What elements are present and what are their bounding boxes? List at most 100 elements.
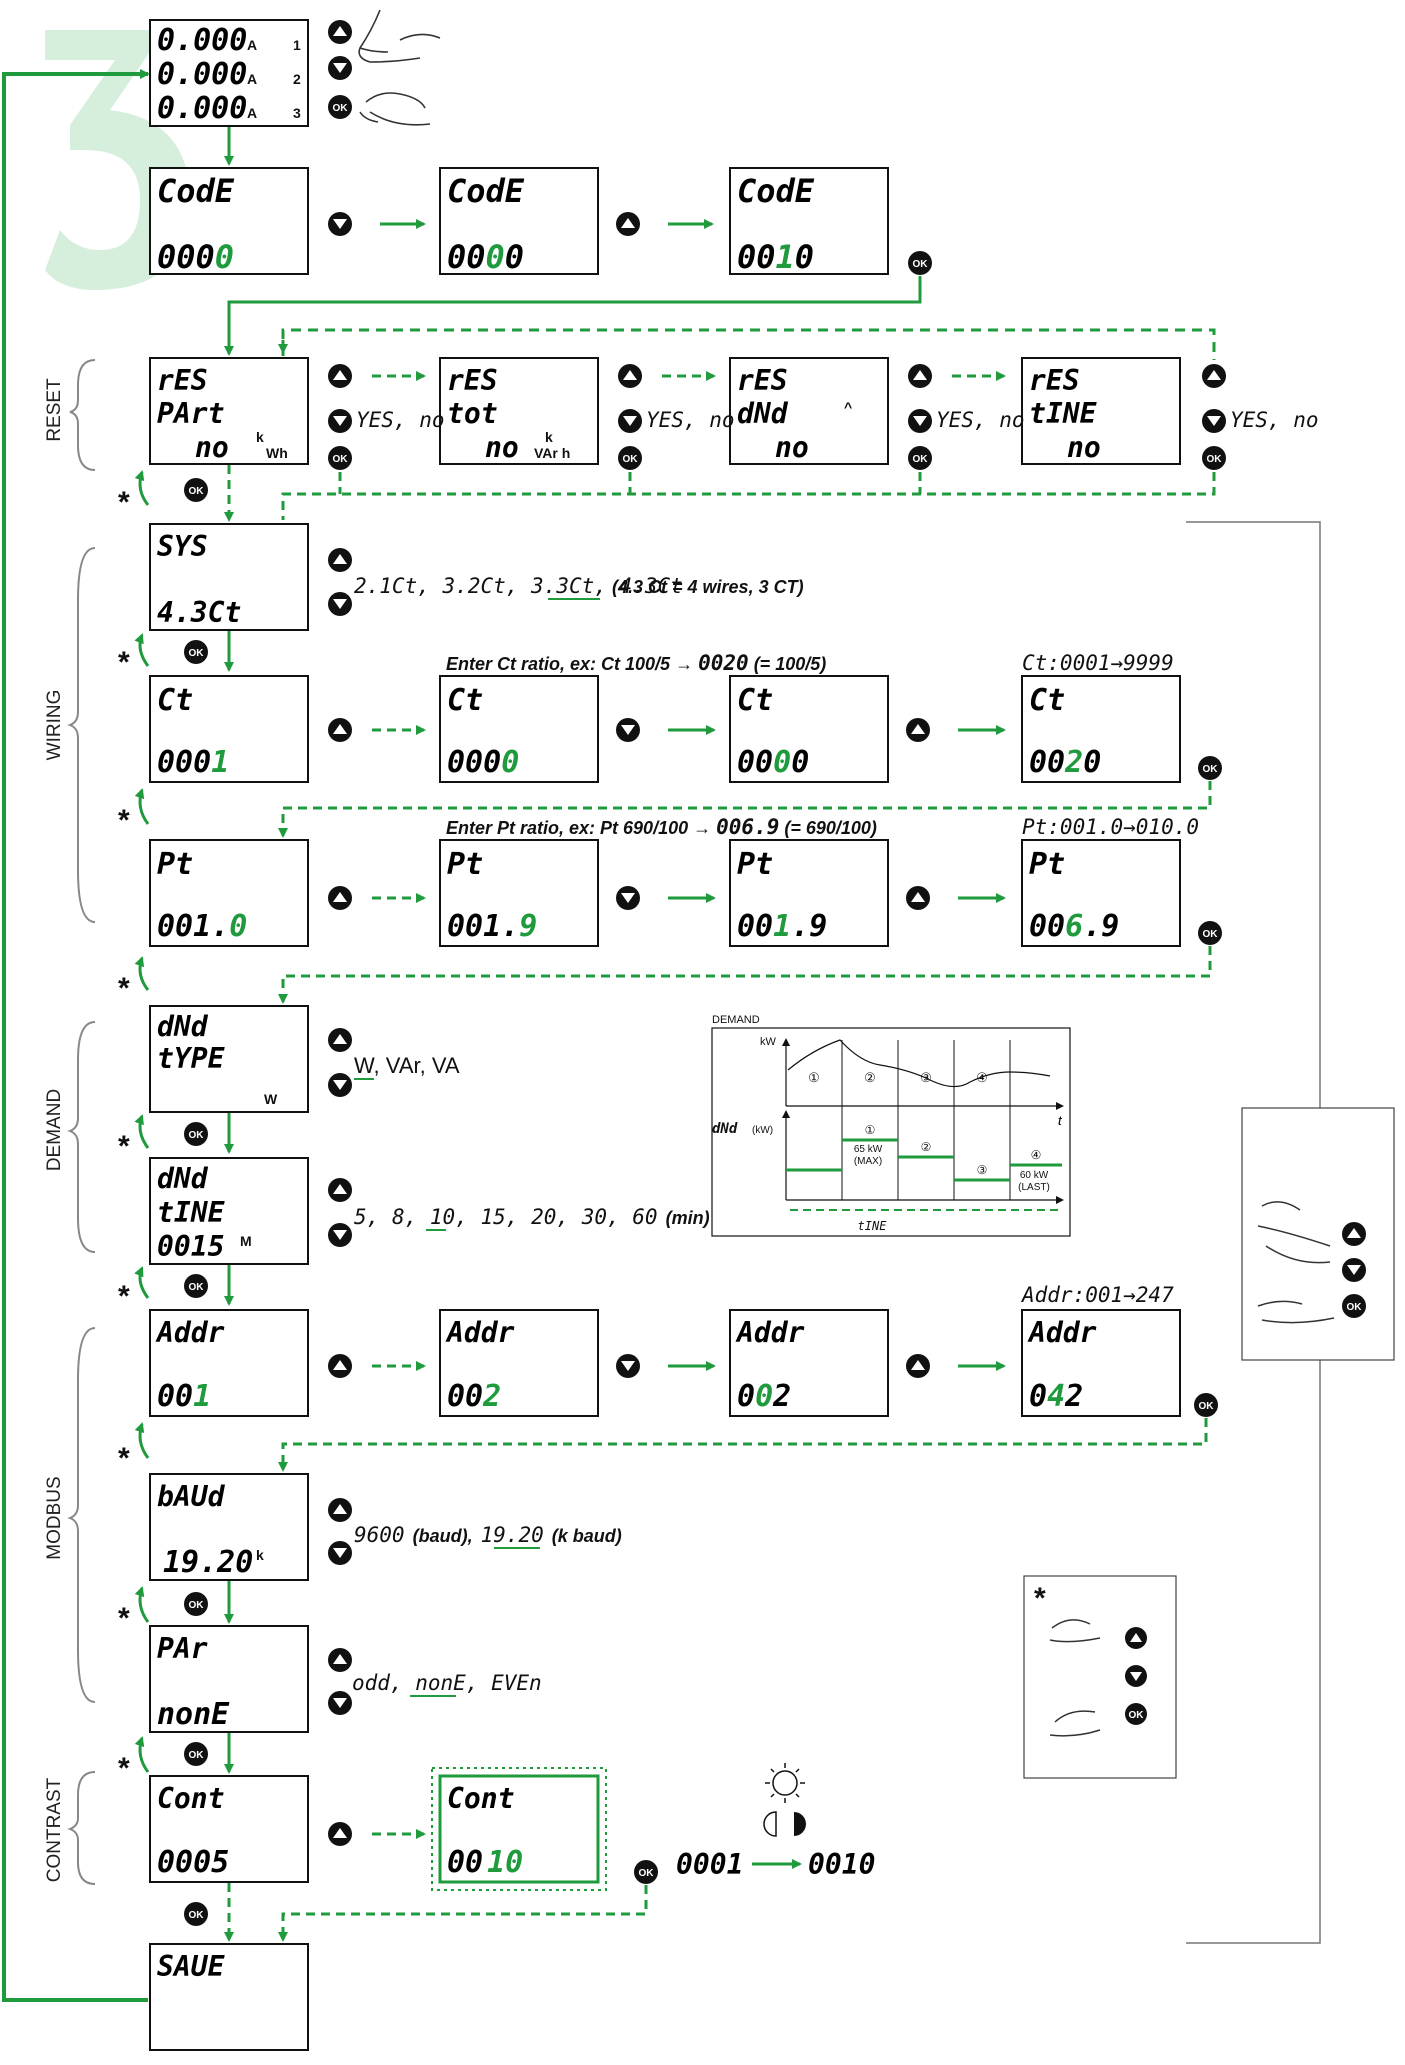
svg-text:0005: 0005: [157, 1845, 229, 1880]
down-button-icon[interactable]: [616, 718, 640, 742]
section-brace-demand: [67, 1021, 96, 1253]
svg-text:OK: OK: [1203, 764, 1219, 775]
svg-text:^: ^: [844, 399, 852, 415]
demand-time-options: 5, 8, 10, 15, 20, 30, 60(min): [354, 1205, 710, 1229]
ok-button-icon[interactable]: OK: [184, 1742, 208, 1766]
down-button-icon[interactable]: [618, 409, 642, 433]
svg-text:Wh: Wh: [266, 445, 288, 461]
svg-text:dNd: dNd: [737, 397, 789, 430]
down-button-icon[interactable]: [328, 212, 352, 236]
ok-button-icon[interactable]: OK: [184, 1122, 208, 1146]
phase-1: 1: [293, 37, 301, 53]
ok-button-icon[interactable]: OK: [1342, 1294, 1366, 1318]
up-button-icon[interactable]: [1125, 1627, 1147, 1649]
reset-screen-time: rES tINE no: [1021, 357, 1181, 465]
up-button-icon[interactable]: [328, 1822, 352, 1846]
svg-text:Pt: Pt: [447, 847, 483, 882]
star-marker: *: [118, 646, 130, 679]
svg-text:0015: 0015: [157, 1230, 224, 1263]
svg-text:tYPE: tYPE: [157, 1042, 226, 1075]
ok-button-icon[interactable]: OK: [1202, 446, 1226, 470]
up-button-icon[interactable]: [906, 718, 930, 742]
svg-text:VAr h: VAr h: [534, 445, 570, 461]
ok-button-icon[interactable]: OK: [184, 1592, 208, 1616]
save-screen: SAUE: [149, 1943, 309, 2051]
svg-text:OK: OK: [1347, 1302, 1363, 1313]
svg-text:Pt: Pt: [737, 847, 773, 882]
up-button-icon[interactable]: [906, 886, 930, 910]
down-button-icon[interactable]: [1202, 409, 1226, 433]
pt-screen-2: Pt 001.9: [439, 839, 599, 947]
up-button-icon[interactable]: [328, 1178, 352, 1202]
svg-text:65 kW: 65 kW: [854, 1144, 883, 1155]
down-button-icon[interactable]: [328, 1223, 352, 1247]
star-marker: *: [118, 1752, 130, 1785]
phase-3: 3: [293, 105, 301, 121]
down-button-icon[interactable]: [328, 592, 352, 616]
ok-button-icon[interactable]: OK: [1194, 1393, 1218, 1417]
ok-button-icon[interactable]: OK: [634, 1860, 658, 1884]
lcd-row-1: 0.000: [157, 23, 247, 58]
up-button-icon[interactable]: [908, 364, 932, 388]
up-button-icon[interactable]: [618, 364, 642, 388]
down-button-icon[interactable]: [616, 886, 640, 910]
svg-text:OK: OK: [189, 648, 205, 659]
down-button-icon[interactable]: [616, 1354, 640, 1378]
ok-button-icon[interactable]: OK: [184, 1902, 208, 1926]
ok-button-icon[interactable]: OK: [184, 478, 208, 502]
svg-text:CodE: CodE: [737, 172, 815, 210]
down-button-icon[interactable]: [328, 1691, 352, 1715]
ok-button-icon[interactable]: OK: [1125, 1703, 1147, 1725]
down-button-icon[interactable]: [328, 409, 352, 433]
svg-text:k: k: [545, 429, 553, 445]
up-button-icon[interactable]: [1202, 364, 1226, 388]
svg-text:M: M: [240, 1233, 252, 1249]
up-button-icon[interactable]: [1342, 1222, 1366, 1246]
down-button-icon[interactable]: [1125, 1665, 1147, 1687]
up-button-icon[interactable]: [616, 212, 640, 236]
ct-screen-2: Ct 0000: [439, 675, 599, 783]
code-screen-1: CodE 0000: [149, 167, 309, 276]
reset-buttons-4: YES, no OK: [1202, 364, 1319, 470]
up-button-icon[interactable]: [328, 886, 352, 910]
down-button-icon[interactable]: [908, 409, 932, 433]
ok-button-icon[interactable]: OK: [618, 446, 642, 470]
star-marker: *: [118, 1442, 130, 1475]
down-button-icon[interactable]: [328, 1073, 352, 1097]
ok-button-icon[interactable]: OK: [184, 1274, 208, 1298]
ok-button-icon[interactable]: OK: [908, 446, 932, 470]
svg-text:OK: OK: [1129, 1710, 1145, 1721]
svg-text:t: t: [1058, 1113, 1063, 1128]
ok-button-icon[interactable]: OK: [1198, 921, 1222, 945]
up-button-icon[interactable]: [328, 20, 352, 44]
up-button-icon[interactable]: [328, 1028, 352, 1052]
svg-text:t: t: [1058, 1113, 1063, 1128]
down-button-icon[interactable]: [328, 56, 352, 80]
ok-button-icon[interactable]: OK: [328, 95, 352, 119]
svg-text:0010: 0010: [737, 238, 814, 276]
up-button-icon[interactable]: [328, 718, 352, 742]
ok-button-icon[interactable]: OK: [1198, 756, 1222, 780]
up-button-icon[interactable]: [906, 1354, 930, 1378]
down-button-icon[interactable]: [1342, 1258, 1366, 1282]
svg-text:Addr: Addr: [1027, 1316, 1097, 1349]
svg-text:rES: rES: [157, 364, 208, 397]
parity-screen: PAr nonE: [149, 1625, 309, 1733]
svg-text:002: 002: [447, 1379, 501, 1414]
ok-button-icon[interactable]: OK: [184, 640, 208, 664]
svg-text:0000: 0000: [737, 745, 809, 780]
star-marker: *: [118, 1130, 130, 1163]
svg-text:dNd: dNd: [157, 1162, 209, 1195]
up-button-icon[interactable]: [328, 1498, 352, 1522]
up-button-icon[interactable]: [328, 1354, 352, 1378]
up-button-icon[interactable]: [328, 1648, 352, 1672]
down-button-icon[interactable]: [328, 1541, 352, 1565]
ok-button-icon[interactable]: OK: [908, 251, 932, 275]
section-label-contrast: CONTRAST: [44, 1777, 65, 1882]
svg-text:0000: 0000: [447, 745, 519, 780]
svg-text:SAUE: SAUE: [157, 1950, 226, 1983]
ok-button-icon[interactable]: OK: [328, 446, 352, 470]
up-button-icon[interactable]: [328, 548, 352, 572]
hand-press-icon: [1049, 1619, 1101, 1737]
up-button-icon[interactable]: [328, 364, 352, 388]
